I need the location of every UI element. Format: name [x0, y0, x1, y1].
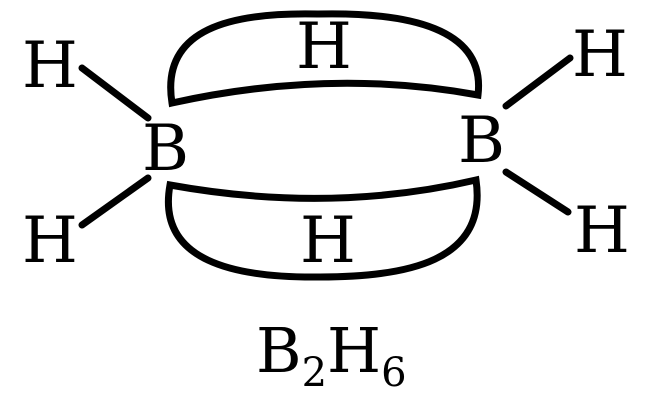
formula-symbol-boron: B	[256, 314, 302, 387]
hydrogen-terminal-bottom-right: H	[574, 194, 630, 268]
bond-left-boron-bottom-hydrogen	[78, 174, 152, 229]
hydrogen-terminal-top-right: H	[572, 18, 628, 92]
bond-left-boron-top-hydrogen	[78, 64, 152, 122]
hydrogen-terminal-bottom-left: H	[22, 204, 78, 278]
bond-right-boron-top-hydrogen	[502, 54, 574, 110]
bridge-bond-lower	[164, 175, 481, 281]
hydrogen-bridge-bottom: H	[300, 204, 356, 278]
hydrogen-bridge-top: H	[296, 10, 352, 84]
bond-right-boron-bottom-hydrogen	[502, 168, 572, 216]
formula-symbol-hydrogen: H	[327, 314, 381, 387]
molecular-formula: B2H6	[256, 314, 407, 396]
bridge-bond-upper	[167, 10, 483, 108]
formula-subscript-boron-count: 2	[302, 350, 327, 396]
boron-left: B	[142, 112, 189, 186]
boron-right: B	[458, 104, 505, 178]
formula-subscript-hydrogen-count: 6	[381, 350, 406, 396]
hydrogen-terminal-top-left: H	[22, 29, 78, 103]
